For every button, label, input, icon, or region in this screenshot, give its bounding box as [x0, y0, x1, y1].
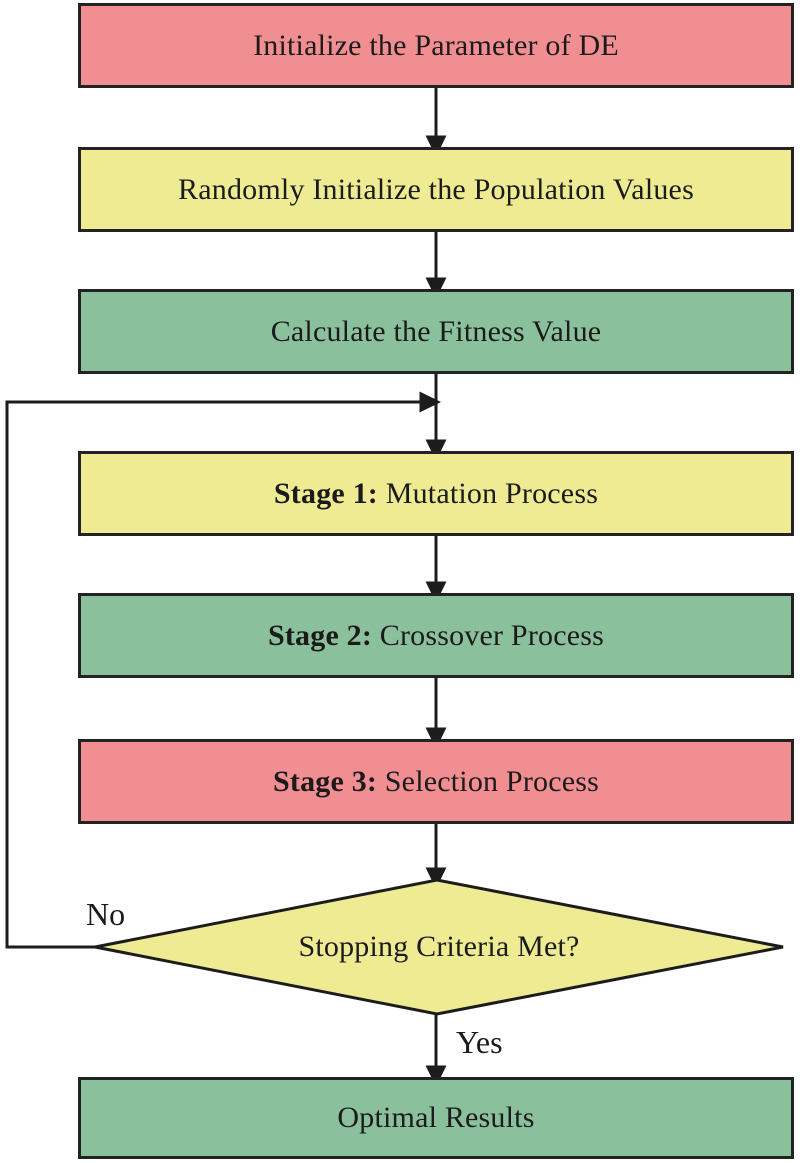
node-initialize-population: Randomly Initialize the Population Value… [78, 147, 794, 232]
node-stage3-selection-text: Selection Process [377, 764, 599, 798]
node-optimal-results: Optimal Results [78, 1077, 794, 1159]
node-calculate-fitness-label: Calculate the Fitness Value [271, 315, 602, 349]
node-initialize-parameters-text: Initialize the Parameter of DE [253, 28, 619, 62]
node-initialize-parameters-label: Initialize the Parameter of DE [253, 29, 619, 63]
node-stage2-crossover-text: Crossover Process [372, 618, 604, 652]
node-stage1-mutation: Stage 1: Mutation Process [78, 451, 794, 536]
node-stage1-mutation-label: Stage 1: Mutation Process [274, 477, 598, 511]
node-calculate-fitness: Calculate the Fitness Value [78, 289, 794, 374]
node-initialize-population-text: Randomly Initialize the Population Value… [178, 172, 694, 206]
edge-label-no: No [86, 896, 126, 932]
node-stage2-crossover-bold: Stage 2: [267, 618, 373, 652]
node-stage3-selection-bold: Stage 3: [273, 764, 378, 798]
node-stage3-selection-label: Stage 3: Selection Process [273, 765, 599, 799]
node-calculate-fitness-text: Calculate the Fitness Value [270, 314, 602, 348]
edge-no-loopback-arrow [5, 391, 441, 949]
node-initialize-parameters: Initialize the Parameter of DE [78, 3, 794, 88]
edge-label-yes: Yes [456, 1024, 503, 1060]
node-stage1-mutation-text: Mutation Process [378, 476, 599, 510]
node-stage2-crossover: Stage 2: Crossover Process [78, 593, 794, 678]
node-optimal-results-label: Optimal Results [337, 1101, 534, 1135]
decision-stopping-criteria-shape [94, 878, 784, 1016]
node-stage2-crossover-label: Stage 2: Crossover Process [268, 619, 604, 653]
node-stage3-selection: Stage 3: Selection Process [78, 739, 794, 824]
node-stage1-mutation-bold: Stage 1: [273, 476, 379, 510]
node-initialize-population-label: Randomly Initialize the Population Value… [178, 173, 694, 207]
node-optimal-results-text: Optimal Results [337, 1101, 535, 1134]
